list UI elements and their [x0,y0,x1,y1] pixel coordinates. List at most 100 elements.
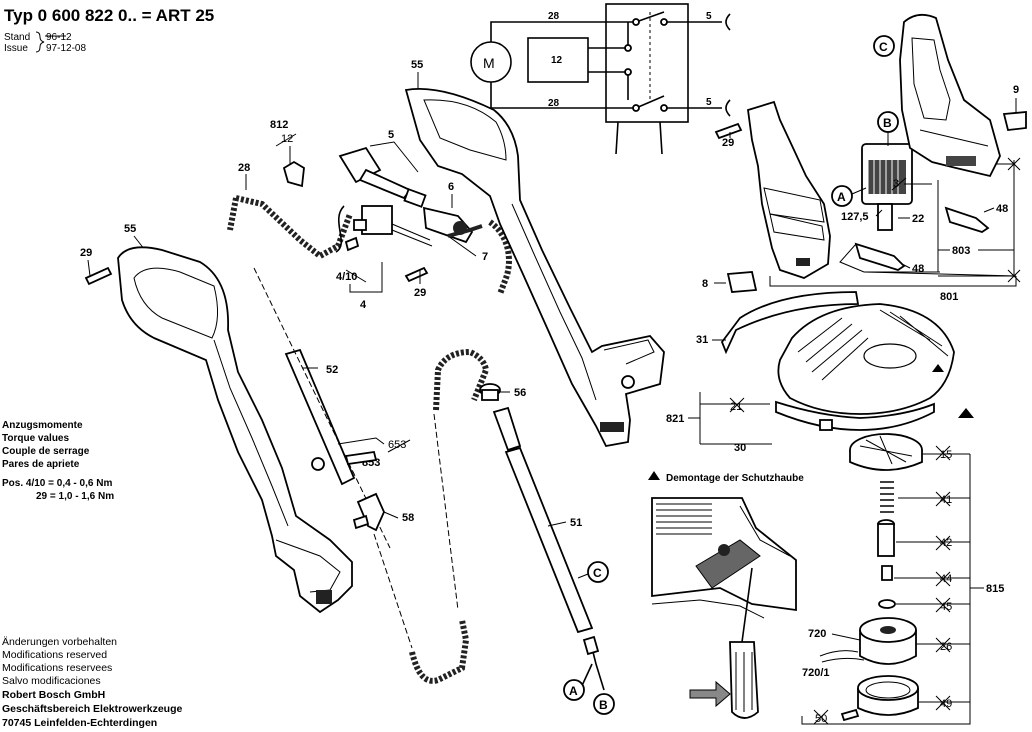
svg-text:12: 12 [551,55,563,66]
callout-28-left: 28 [238,162,250,174]
svg-text:29 = 1,0 - 1,6 Nm: 29 = 1,0 - 1,6 Nm [36,491,114,502]
svg-text:28: 28 [548,98,560,109]
screw-icon [344,450,378,466]
callout-29-left: 29 [80,247,92,259]
motor-label: M [483,55,495,71]
part-28-cable [227,195,353,260]
callout-41: 41 [940,494,952,506]
screw-icon [840,708,860,722]
stand-label: Stand [4,32,30,43]
svg-text:Robert Bosch GmbH: Robert Bosch GmbH [2,689,105,701]
part-55-housing-half-left [117,246,353,614]
part-58-lever [352,492,385,532]
stand-old-date: 96-12 [46,32,72,43]
svg-text:C: C [879,40,888,54]
part-guard-hood [775,303,955,431]
callout-29-right: 29 [722,137,734,149]
callout-29-mid: 29 [414,287,426,299]
part-41-spring [880,481,894,513]
callout-3: 3 [893,178,899,190]
svg-text:Pos. 4/10 = 0,4 - 0,6 Nm: Pos. 4/10 = 0,4 - 0,6 Nm [2,478,112,489]
callout-5: 5 [388,129,394,141]
callout-22: 22 [912,213,924,225]
switch-housing [605,3,689,123]
part-48-bracket-upper [944,206,990,233]
callout-812: 812 [270,119,288,131]
svg-text:C: C [593,566,602,580]
part-motor-assembly [861,143,913,231]
svg-text:A: A [569,684,578,698]
part-28-cable-middle [433,348,490,411]
callout-9: 9 [1013,84,1019,96]
svg-text:5: 5 [706,97,712,108]
svg-text:5: 5 [706,11,712,22]
svg-text:B: B [599,698,608,712]
part-4-switch [353,205,433,247]
svg-text:Pares de apriete: Pares de apriete [2,459,80,470]
part-15-spool-cap [849,433,923,471]
footer-block: Änderungen vorbehalten Modifications res… [2,636,182,729]
callout-4-10: 4/10 [336,271,357,283]
callout-45: 45 [940,601,952,613]
issue-label: Issue [4,43,28,54]
marker-a-top [831,185,853,207]
part-26-spool [859,617,917,665]
demontage-illustration [651,497,797,719]
callout-44: 44 [940,573,952,585]
component-box-12 [527,37,589,83]
callout-815: 815 [986,583,1004,595]
callout-31: 31 [696,334,708,346]
part-52-rod [284,348,356,486]
part-9-label [1002,111,1027,131]
callout-6: 6 [448,181,454,193]
callout-50: 50 [815,713,827,725]
callout-15: 15 [940,449,952,461]
part-42-sleeve [877,519,895,557]
diagram-title: Typ 0 600 822 0.. = ART 25 [4,6,214,25]
part-55-main-handle [404,87,665,448]
part-30-clip [819,419,833,431]
svg-text:Geschäftsbereich Elektrowerkze: Geschäftsbereich Elektrowerkzeuge [2,703,182,715]
callout-720: 720 [808,628,826,640]
triangle-icon [958,408,974,418]
part-45-washer [878,599,896,609]
callout-801: 801 [940,291,958,303]
callout-52: 52 [326,364,338,376]
marker-a-bottom [563,679,585,701]
callout-48-upper: 48 [996,203,1008,215]
torque-values-block: Anzugsmomente Torque values Couple de se… [2,420,114,502]
callout-55-top: 55 [411,59,423,71]
svg-text:B: B [883,116,892,130]
part-8-plate [726,271,758,293]
callout-653: 653 [388,439,406,451]
svg-text:Couple de serrage: Couple de serrage [2,446,90,457]
callout-7: 7 [482,251,488,263]
screw-icon [714,122,743,140]
svg-text:A: A [837,190,846,204]
callout-58: 58 [402,512,414,524]
callout-26: 26 [940,641,952,653]
issue-date: 97-12-08 [46,43,86,54]
part-812-clip [282,160,305,188]
svg-text:Torque values: Torque values [2,433,69,444]
callout-51: 51 [570,517,582,529]
part-31-guard-strip [720,291,860,355]
callout-803: 803 [952,245,970,257]
callout-4: 4 [360,299,367,311]
svg-text:28: 28 [548,11,560,22]
demontage-caption: Demontage der Schutzhaube [666,473,804,484]
callout-42: 42 [940,537,952,549]
svg-text:70745 Leinfelden-Echterdingen: 70745 Leinfelden-Echterdingen [2,717,157,729]
part-49-spool-housing [857,675,919,716]
callout-21: 21 [730,401,742,413]
part-48-bracket-lower [854,242,906,271]
part-5-plug-cable [338,146,427,208]
callout-56: 56 [514,387,526,399]
svg-text:Modifications reserved: Modifications reserved [2,649,107,661]
part-motor-housing-half [747,100,831,279]
brace-icon [35,31,45,53]
callout-55-left: 55 [124,223,136,235]
screw-icon [344,236,360,252]
part-44-screw [881,565,893,581]
